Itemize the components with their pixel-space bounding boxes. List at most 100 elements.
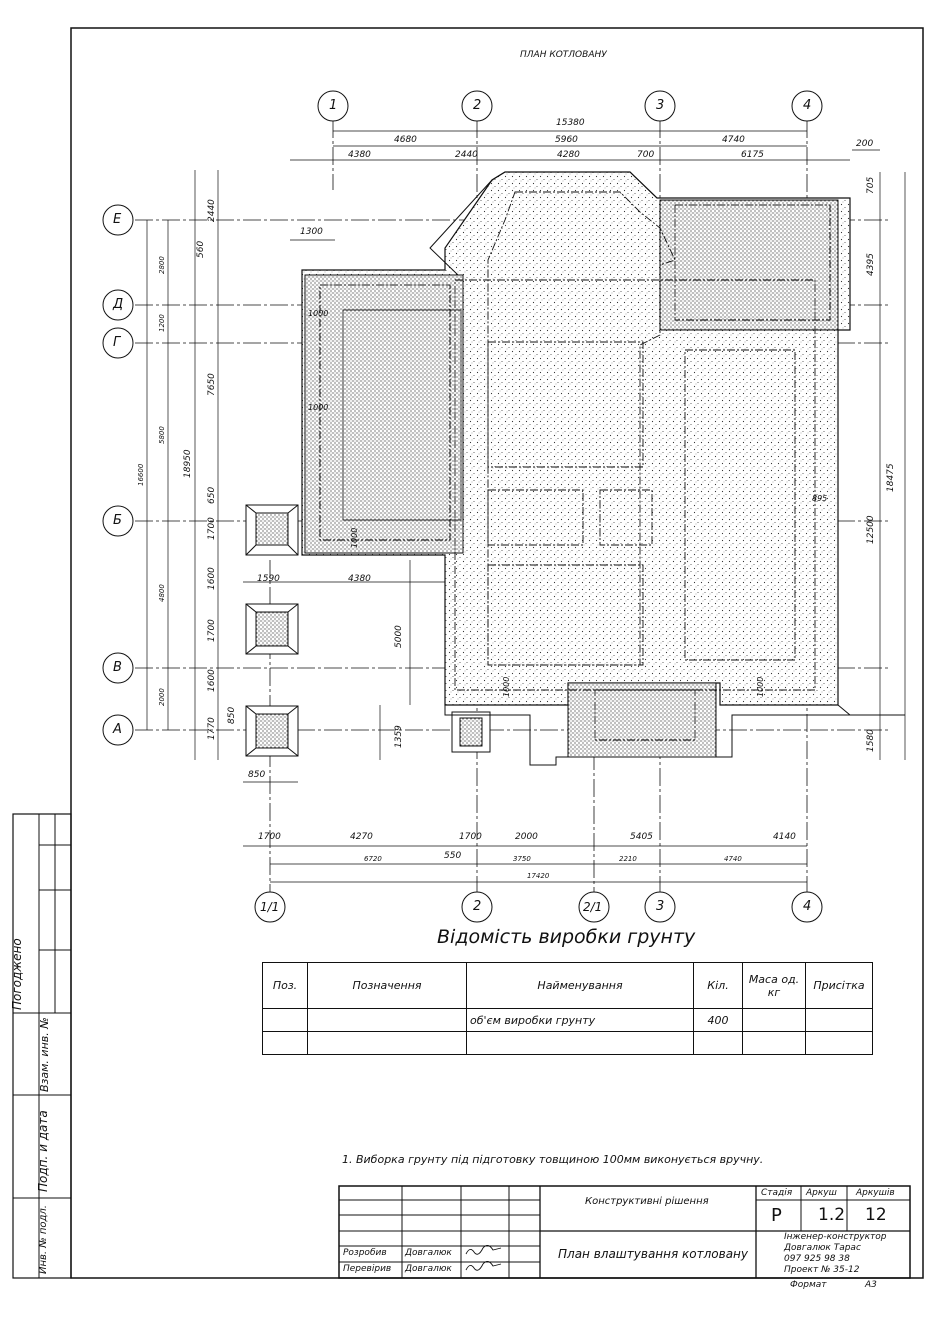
stamp-frame: [338, 1185, 911, 1279]
table-cell: об'єм виробки грунту: [466, 1008, 694, 1032]
dim-left-in-6: 1600: [207, 567, 217, 590]
stamp-role-2: Перевірив: [343, 1264, 392, 1274]
table-header: Кіл.: [693, 962, 743, 1009]
dim-left-in-2: 560: [196, 240, 206, 258]
pit-top-right: [659, 199, 839, 331]
stamp-org-4: Проект № 35-12: [784, 1265, 860, 1275]
dim-bottom-8: 550: [444, 851, 462, 861]
axis-left-b: Б: [113, 513, 122, 528]
format-value: А3: [865, 1280, 877, 1290]
table-header: Найменування: [466, 962, 694, 1009]
axis-bottom-3: 3: [656, 899, 665, 914]
dim-in-3: 1000: [308, 403, 329, 412]
dim-bottom-9: 3750: [513, 855, 531, 863]
dim-bottom-4: 2000: [515, 832, 538, 842]
dim-in-4: 1000: [350, 527, 359, 548]
table-cell: 400: [693, 1008, 743, 1032]
dim-bottom-11: 4740: [724, 855, 742, 863]
dim-top-total: 15380: [556, 118, 585, 128]
stamp-name-1: Довгалюк: [405, 1248, 452, 1258]
table-header: Позначення: [307, 962, 467, 1009]
dim-left-in-7: 1700: [207, 619, 217, 642]
dim-top-axis-3: 4740: [722, 135, 745, 145]
stamp-sheets: 12: [865, 1205, 887, 1225]
side-label-sign-date: Подп. и дата: [36, 1110, 50, 1192]
dim-top-d2: 2440: [455, 150, 478, 160]
axis-top-3: 3: [656, 98, 665, 113]
dim-left-axis-3: 5800: [158, 426, 166, 444]
signature-1: [465, 1245, 502, 1255]
table-cell: [262, 1008, 308, 1032]
side-strip: [12, 813, 72, 1279]
dim-top-d4: 700: [637, 150, 655, 160]
dim-top-d1: 4380: [348, 150, 371, 160]
stamp-stage-label: Стадія: [761, 1188, 793, 1198]
dim-top-right: 200: [856, 139, 874, 149]
dim-left-in-4: 650: [207, 486, 217, 504]
table-cell: [693, 1031, 743, 1055]
dim-bottom-total: 17420: [527, 872, 550, 880]
dim-top-axis-2: 5960: [555, 135, 578, 145]
table-cell: [307, 1008, 467, 1032]
dim-left-axis-5: 2000: [158, 688, 166, 706]
table-header: Поз.: [262, 962, 308, 1009]
table-cell: [262, 1031, 308, 1055]
side-label-replace: Взам. инв. №: [38, 1017, 51, 1092]
axis-left-a: А: [113, 722, 122, 737]
axis-bottom-2-1: 2/1: [583, 900, 603, 914]
stamp-sheets-label: Аркушів: [856, 1188, 895, 1198]
dim-in-12: 850: [248, 770, 266, 780]
dim-left-in-5: 1700: [207, 517, 217, 540]
dim-left-in-9: 1770: [207, 717, 217, 740]
dim-left-in-3: 7650: [207, 373, 217, 396]
stamp-sheet: 1.2: [818, 1205, 846, 1225]
dim-bottom-2: 4270: [350, 832, 373, 842]
stamp-org-3: 097 925 98 38: [784, 1254, 850, 1264]
stamp-org-1: Інженер-конструктор: [784, 1232, 887, 1242]
stamp-stage: Р: [771, 1205, 782, 1226]
dim-right-1: 705: [866, 176, 876, 194]
axis-top-4: 4: [803, 98, 812, 113]
dim-in-8: 1359: [394, 725, 404, 748]
table-cell: [466, 1031, 694, 1055]
dim-right-total: 18475: [886, 463, 896, 492]
axis-bottom-1-1: 1/1: [260, 900, 280, 914]
side-label-agreed: Погоджено: [10, 938, 24, 1010]
excavation-table: Поз. Позначення Найменування Кіл. Маса о…: [262, 962, 873, 1055]
side-label-inv: Инв. № подл.: [38, 1205, 49, 1274]
axis-bottom-2: 2: [473, 899, 482, 914]
dim-right-2: 4395: [866, 253, 876, 276]
axis-top-2: 2: [473, 98, 482, 113]
table-cell: [805, 1008, 873, 1032]
dim-in-9: 895: [812, 494, 828, 503]
dim-left-axis-1: 2800: [158, 256, 166, 274]
dim-bottom-7: 6720: [364, 855, 382, 863]
note-text: 1. Виборка грунту під підготовку товщино…: [342, 1153, 764, 1166]
table-header: Маса од. кг: [742, 962, 806, 1009]
stamp-section: Конструктивні рішення: [585, 1196, 709, 1207]
dim-bottom-6: 4140: [773, 832, 796, 842]
dim-top-d5: 6175: [741, 150, 764, 160]
dim-top-axis-1: 4680: [394, 135, 417, 145]
plan-title: ПЛАН КОТЛОВАНУ: [520, 50, 607, 60]
dim-left-in-1: 2440: [207, 199, 217, 222]
dim-left-in-10: 850: [227, 706, 237, 724]
axis-left-g: Г: [113, 335, 121, 350]
dim-in-7: 5000: [394, 625, 404, 648]
dim-in-1: 1300: [300, 227, 323, 237]
signature-2: [465, 1261, 502, 1271]
dim-left-overall: 18950: [183, 449, 193, 478]
dim-right-4: 1580: [866, 729, 876, 752]
dim-in-6: 4380: [348, 574, 371, 584]
dim-left-in-8: 1600: [207, 669, 217, 692]
dim-bottom-10: 2210: [619, 855, 637, 863]
table-row: об'єм виробки грунту 400: [262, 1008, 873, 1032]
dim-in-11: 1000: [756, 676, 765, 697]
stamp-sheet-label: Аркуш: [806, 1188, 837, 1198]
axis-bottom-4: 4: [803, 899, 812, 914]
table-cell: [805, 1031, 873, 1055]
dim-in-10: 1000: [502, 676, 511, 697]
table-cell: [742, 1008, 806, 1032]
dim-in-2: 1000: [308, 309, 329, 318]
